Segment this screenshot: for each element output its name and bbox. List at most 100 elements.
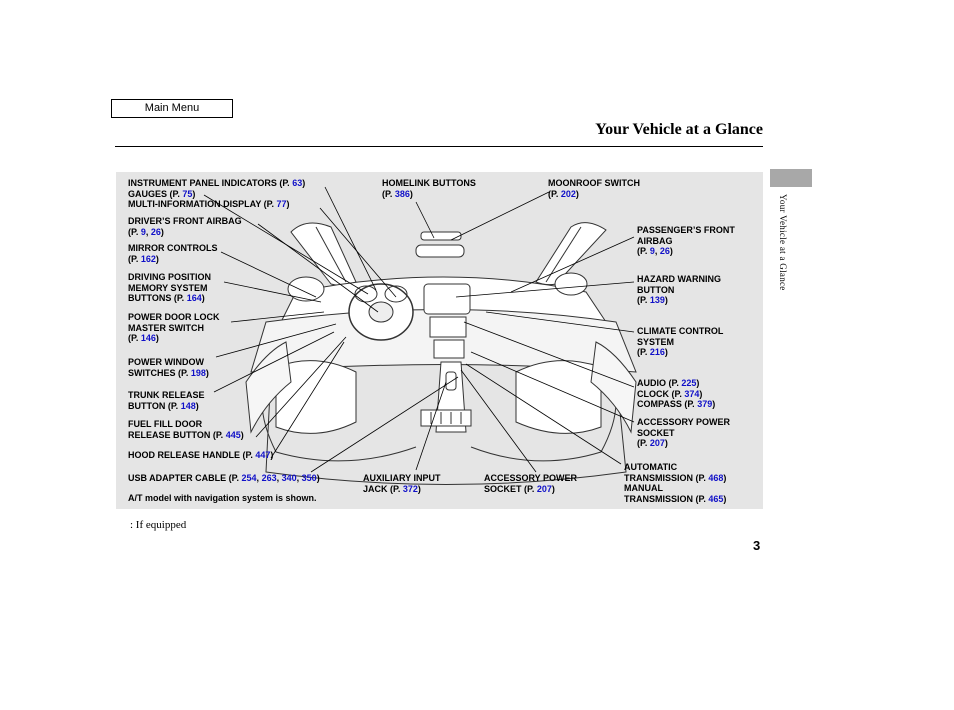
label-text: USB ADAPTER CABLE (P. [128,473,242,483]
label-text: TRANSMISSION (P. [624,473,708,483]
label-text: (P. [548,189,561,199]
label-instrument-panel: INSTRUMENT PANEL INDICATORS (P. 63)GAUGE… [128,178,305,210]
diagram-note: A/T model with navigation system is show… [128,493,317,504]
label-text: CLOCK (P. [637,389,684,399]
section-tab-label: Your Vehicle at a Glance [778,194,788,291]
label-text: PASSENGER’S FRONT [637,225,735,235]
page-ref-link[interactable]: 379 [697,399,712,409]
page-ref-link[interactable]: 386 [395,189,410,199]
page-ref-link[interactable]: 465 [708,494,723,504]
label-text: ) [696,378,699,388]
page-ref-link[interactable]: 372 [403,484,418,494]
page-ref-link[interactable]: 139 [650,295,665,305]
page-ref-link[interactable]: 26 [151,227,161,237]
label-transmission: AUTOMATICTRANSMISSION (P. 468)MANUALTRAN… [624,462,726,504]
label-text: ) [670,246,673,256]
label-text: CLIMATE CONTROL [637,326,723,336]
page-ref-link[interactable]: 164 [187,293,202,303]
page-ref-link[interactable]: 207 [537,484,552,494]
page-ref-link[interactable]: 148 [181,401,196,411]
label-text: (P. [128,227,141,237]
page-ref-link[interactable]: 63 [292,178,302,188]
label-hood-release: HOOD RELEASE HANDLE (P. 447) [128,450,273,461]
label-text: (P. [637,246,650,256]
label-text: HOMELINK BUTTONS [382,178,476,188]
label-usb-cable: USB ADAPTER CABLE (P. 254, 263, 340, 350… [128,473,320,484]
page-ref-link[interactable]: 216 [650,347,665,357]
page-ref-link[interactable]: 254 [242,473,257,483]
label-text: SYSTEM [637,337,674,347]
label-text: TRANSMISSION (P. [624,494,708,504]
label-text: ) [712,399,715,409]
label-text: ) [192,189,195,199]
label-text: ) [665,295,668,305]
page-ref-link[interactable]: 340 [282,473,297,483]
page-ref-link[interactable]: 207 [650,438,665,448]
label-text: (P. [637,438,650,448]
label-text: AIRBAG [637,236,673,246]
label-text: ) [699,389,702,399]
label-text: ) [665,347,668,357]
label-text: MIRROR CONTROLS [128,243,218,253]
footnote-if-equipped: : If equipped [130,519,186,531]
label-text: ) [723,473,726,483]
label-text: COMPASS (P. [637,399,697,409]
label-text: ) [156,333,159,343]
page-ref-link[interactable]: 75 [182,189,192,199]
label-text: ) [317,473,320,483]
label-text: RELEASE BUTTON (P. [128,430,226,440]
page-title: Your Vehicle at a Glance [595,121,763,139]
label-text: ) [161,227,164,237]
label-text: ) [302,178,305,188]
label-power-window: POWER WINDOWSWITCHES (P. 198) [128,357,209,378]
label-text: JACK (P. [363,484,403,494]
label-text: DRIVING POSITION [128,272,211,282]
page-ref-link[interactable]: 445 [226,430,241,440]
header-divider [115,146,763,147]
label-memory-buttons: DRIVING POSITIONMEMORY SYSTEMBUTTONS (P.… [128,272,211,304]
label-text: AUTOMATIC [624,462,677,472]
page-ref-link[interactable]: 374 [684,389,699,399]
page-ref-link[interactable]: 468 [708,473,723,483]
label-text: A/T model with navigation system is show… [128,493,317,503]
page-ref-link[interactable]: 350 [302,473,317,483]
label-text: ) [552,484,555,494]
label-text: POWER WINDOW [128,357,204,367]
page-number: 3 [753,538,760,553]
label-text: AUXILIARY INPUT [363,473,441,483]
section-tab [770,169,812,187]
label-text: SWITCHES (P. [128,368,191,378]
label-text: ) [723,494,726,504]
label-text: ) [665,438,668,448]
label-text: ) [410,189,413,199]
label-text: ) [270,450,273,460]
page-ref-link[interactable]: 263 [262,473,277,483]
page-ref-link[interactable]: 202 [561,189,576,199]
page-ref-link[interactable]: 26 [660,246,670,256]
page-ref-link[interactable]: 162 [141,254,156,264]
label-text: POWER DOOR LOCK [128,312,220,322]
label-homelink: HOMELINK BUTTONS(P. 386) [382,178,476,199]
page-ref-link[interactable]: 447 [255,450,270,460]
label-text: (P. [382,189,395,199]
label-mirror-controls: MIRROR CONTROLS(P. 162) [128,243,218,264]
label-text: ) [202,293,205,303]
page-ref-link[interactable]: 77 [277,199,287,209]
label-trunk-release: TRUNK RELEASEBUTTON (P. 148) [128,390,205,411]
label-text: BUTTONS (P. [128,293,187,303]
page-ref-link[interactable]: 225 [681,378,696,388]
page-ref-link[interactable]: 146 [141,333,156,343]
label-text: AUDIO (P. [637,378,681,388]
label-text: INSTRUMENT PANEL INDICATORS (P. [128,178,292,188]
main-menu-button[interactable]: Main Menu [111,99,233,118]
label-text: BUTTON [637,285,674,295]
label-accessory-socket-bottom: ACCESSORY POWERSOCKET (P. 207) [484,473,577,494]
label-text: SOCKET [637,428,675,438]
page-ref-link[interactable]: 198 [191,368,206,378]
label-driver-airbag: DRIVER’S FRONT AIRBAG(P. 9, 26) [128,216,242,237]
